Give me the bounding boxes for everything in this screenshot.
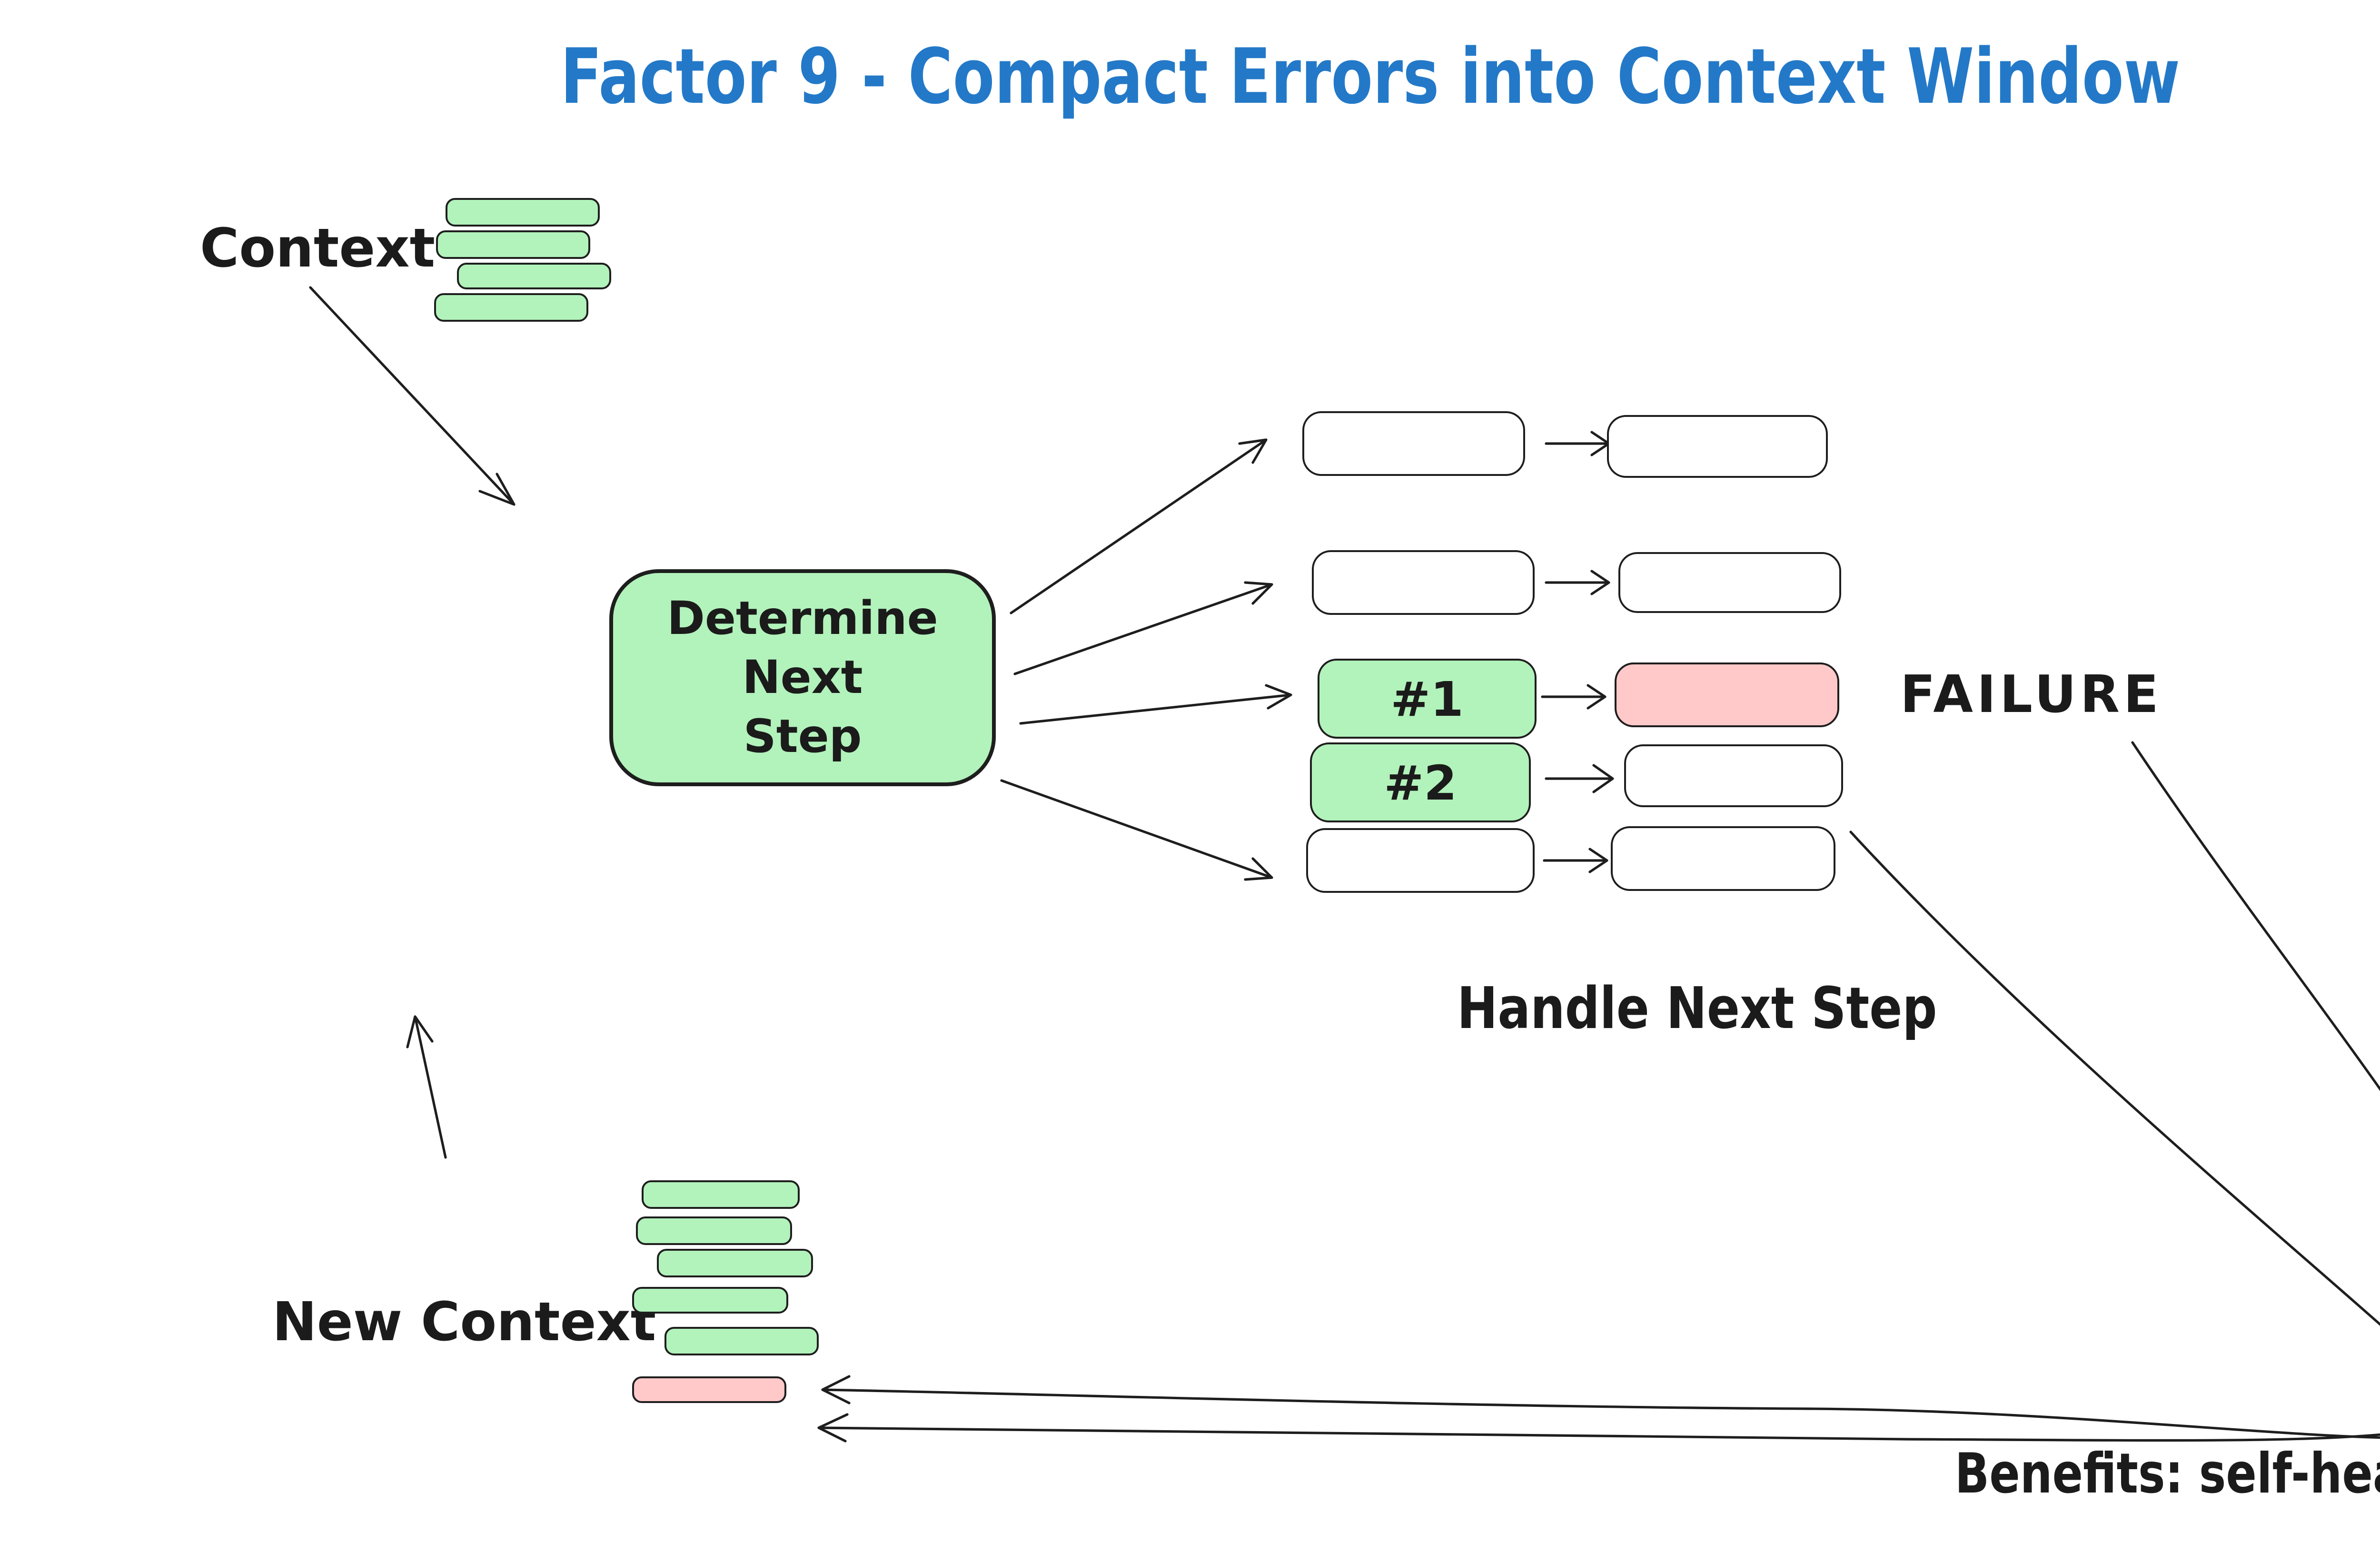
- row5-arrow: [1543, 848, 1608, 873]
- new-context-error-bar: [632, 1376, 786, 1403]
- context-bar-3: [457, 263, 611, 289]
- determine-line-3: Step: [743, 709, 862, 762]
- context-bar-2: [436, 230, 590, 259]
- new-context-bar-3: [657, 1249, 813, 1277]
- determine-line-2: Next: [742, 650, 863, 703]
- row4-arrow: [1545, 764, 1614, 793]
- new-context-label: New Context: [272, 1291, 656, 1354]
- row2-step-box: [1312, 550, 1535, 615]
- row5-result-box: [1611, 826, 1835, 891]
- determine-next-step-box: Determine Next Step: [609, 569, 996, 786]
- determine-line-1: Determine: [667, 591, 938, 644]
- new-context-bar-4: [632, 1287, 788, 1314]
- row4-result-box: [1624, 744, 1843, 807]
- row1-result-box: [1607, 415, 1828, 478]
- error-box-return-curve: [821, 830, 2380, 1439]
- row3-failure-result-box: [1615, 662, 1839, 727]
- row3-arrow: [1541, 684, 1606, 710]
- new-context-bar-1: [642, 1180, 800, 1209]
- context-to-determine-arrow: [309, 286, 516, 506]
- new-context-bar-2: [636, 1216, 792, 1245]
- fan-arrow-row3: [1019, 684, 1292, 725]
- row1-step-box: [1302, 411, 1525, 476]
- row4-step-box-attempt-2: #2: [1310, 742, 1531, 822]
- row3-step-box-attempt-1: #1: [1318, 659, 1537, 739]
- fan-arrow-row2: [1013, 581, 1273, 675]
- context-label: Context: [200, 217, 436, 280]
- new-context-to-determine-arrow: [406, 1015, 447, 1159]
- context-bar-4: [434, 293, 588, 322]
- row2-result-box: [1618, 552, 1841, 613]
- benefits-label: Benefits: self-healing agents: [1954, 1441, 2380, 1506]
- handle-next-step-label: Handle Next Step: [1457, 977, 1937, 1043]
- context-bar-1: [446, 198, 600, 227]
- fan-arrow-row1: [1010, 438, 1268, 614]
- failure-label: FAILURE: [1900, 666, 2162, 725]
- row2-arrow: [1545, 570, 1610, 595]
- new-context-bar-5: [664, 1327, 819, 1355]
- row1-arrow: [1545, 431, 1610, 456]
- row5-step-box: [1306, 828, 1535, 893]
- failure-return-curve: [817, 741, 2380, 1443]
- fan-arrow-row5: [1000, 779, 1273, 881]
- diagram-title: Factor 9 - Compact Errors into Context W…: [561, 34, 2181, 122]
